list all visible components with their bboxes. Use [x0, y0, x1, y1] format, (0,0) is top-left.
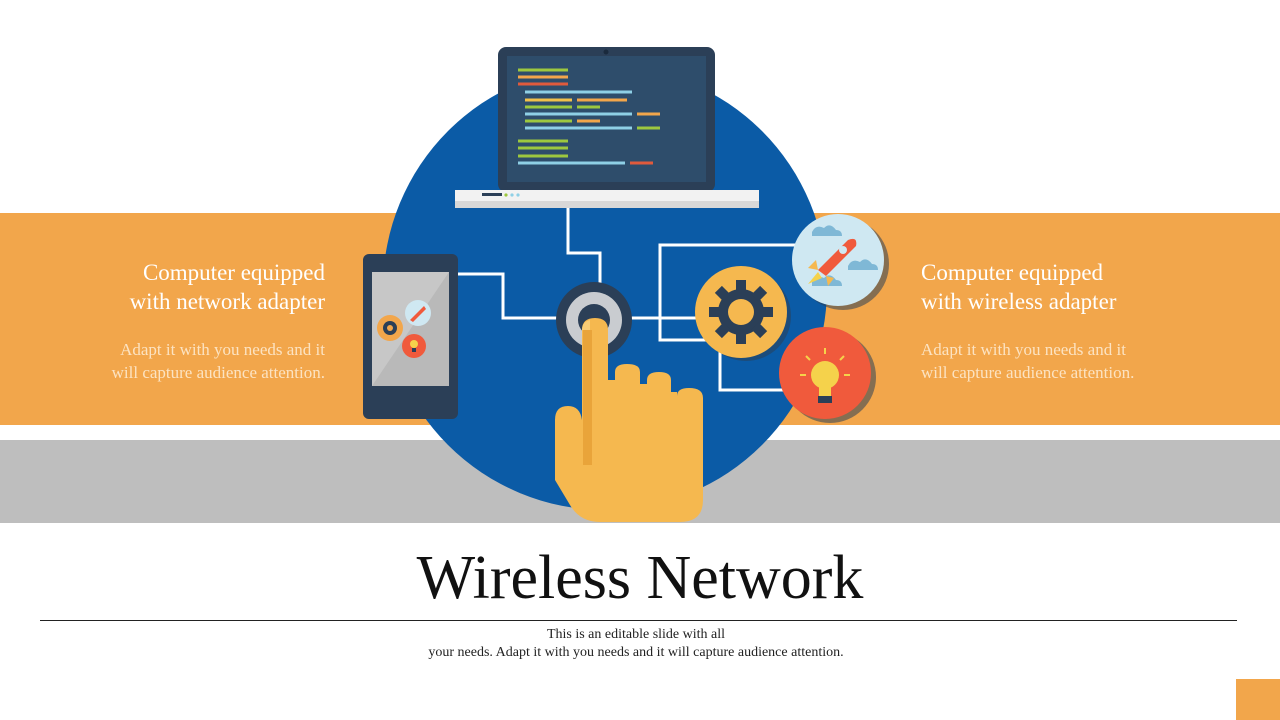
pointing-hand-icon [555, 318, 703, 522]
left-text-panel: Computer equipped with network adapter A… [40, 258, 325, 384]
title-divider [40, 620, 1237, 621]
left-body: Adapt it with you needs and it will capt… [40, 338, 325, 384]
right-heading-line1: Computer equipped [921, 260, 1104, 285]
rocket-icon [792, 214, 889, 310]
left-heading-line1: Computer equipped [142, 260, 325, 285]
left-heading: Computer equipped with network adapter [40, 258, 325, 316]
left-body-line1: Adapt it with you needs and it [120, 340, 325, 359]
lightbulb-icon [779, 327, 876, 423]
smartphone-icon [363, 254, 458, 419]
right-heading: Computer equipped with wireless adapter [921, 258, 1221, 316]
subtitle-line1: This is an editable slide with all [546, 627, 726, 642]
right-body-line1: Adapt it with you needs and it [921, 340, 1126, 359]
right-heading-line2: with wireless adapter [921, 289, 1117, 314]
subtitle-line2: your needs. Adapt it with you needs and … [428, 645, 844, 660]
right-text-panel: Computer equipped with wireless adapter … [921, 258, 1221, 384]
left-heading-line2: with network adapter [129, 289, 325, 314]
left-body-line2: will capture audience attention. [111, 363, 325, 382]
network-illustration [363, 47, 889, 522]
laptop-icon [455, 47, 759, 208]
corner-accent [1236, 679, 1280, 720]
right-body-line2: will capture audience attention. [921, 363, 1135, 382]
gear-icon [695, 266, 791, 361]
slide-title: Wireless Network [416, 544, 864, 612]
right-body: Adapt it with you needs and it will capt… [921, 338, 1221, 384]
slide-subtitle: This is an editable slide with all your … [0, 626, 1272, 662]
